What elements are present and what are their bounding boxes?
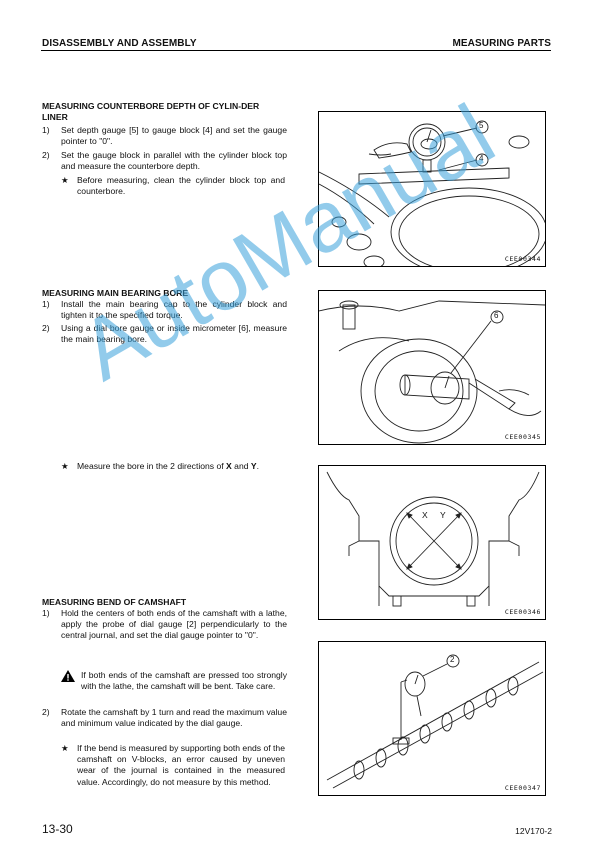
callout-bore-gauge: 6 [494,311,499,320]
step-text: Set depth gauge [5] to gauge block [4] a… [61,125,287,147]
step-number: 2) [42,323,50,333]
star-icon: ★ [61,743,69,753]
step-text: Using a dial bore gauge or inside microm… [61,323,287,345]
section-title-camshaft: MEASURING BEND OF CAMSHAFT [42,597,187,607]
page-number: 13-30 [42,822,73,836]
step-number: 1) [42,125,50,135]
figure-code: CEE00346 [504,608,541,616]
step-text: Install the main bearing cap to the cyli… [61,299,287,321]
callout-gauge-block: 4 [479,154,484,163]
step-camshaft-1: 1) Hold the centers of both ends of the … [42,608,287,654]
note-text-pre: Measure the bore in the 2 directions of [77,461,227,471]
step-text: Hold the centers of both ends of the cam… [61,608,287,641]
callout-depth-gauge: 5 [479,121,484,130]
step-counterbore-1: 1) Set depth gauge [5] to gauge block [4… [42,125,287,149]
figure-code: CEE00345 [504,433,541,441]
warning-icon [61,670,75,682]
step-number: 2) [42,150,50,160]
step-bearing-2: 2) Using a dial bore gauge or inside mic… [42,323,287,347]
step-camshaft-2: 2) Rotate the camshaft by 1 turn and rea… [42,707,287,741]
figure-counterbore-gauge: 5 4 CEE00344 [318,111,546,267]
callout-dial-gauge: 2 [450,655,455,664]
label-y: Y [440,510,446,520]
step-number: 1) [42,299,50,309]
figure-code: CEE00344 [504,255,541,263]
header-section-title: DISASSEMBLY AND ASSEMBLY [42,38,197,49]
figure-camshaft-bend: 2 CEE00347 [318,641,546,796]
note-text: Before measuring, clean the cylinder blo… [77,175,285,197]
star-icon: ★ [61,461,69,471]
step-bearing-1: 1) Install the main bearing cap to the c… [42,299,287,323]
step-number: 2) [42,707,50,717]
step-text: Rotate the camshaft by 1 turn and read t… [61,707,287,729]
figure-bore-directions: X Y CEE00346 [318,465,546,620]
figure-code: CEE00347 [504,784,541,792]
note-text: If the bend is measured by supporting bo… [77,743,285,787]
warning-text: If both ends of the camshaft are pressed… [81,670,287,692]
model-code: 12V170-2 [515,826,552,836]
note-counterbore: ★ Before measuring, clean the cylinder b… [61,175,285,199]
note-bearing-directions: ★ Measure the bore in the 2 directions o… [61,461,285,485]
figure-bore-gauge: 6 CEE00345 [318,290,546,445]
label-x: X [422,510,428,520]
note-text-post: . [256,461,260,471]
note-camshaft: ★ If the bend is measured by supporting … [61,743,285,801]
section-title-bearing: MEASURING MAIN BEARING BORE [42,288,189,298]
direction-y: Y [250,461,257,471]
step-number: 1) [42,608,50,618]
header-chapter-title: MEASURING PARTS [452,38,551,49]
star-icon: ★ [61,175,69,185]
direction-x: X [226,461,232,471]
step-counterbore-2: 2) Set the gauge block in parallel with … [42,150,287,174]
warning-camshaft: If both ends of the camshaft are pressed… [61,670,287,706]
section-title-counterbore: MEASURING COUNTERBORE DEPTH OF CYLIN-DER… [42,101,260,122]
note-text-mid: and [231,461,251,471]
step-text: Set the gauge block in parallel with the… [61,150,287,172]
note-text: Measure the bore in the 2 directions of … [77,461,285,472]
header-rule [41,50,551,51]
